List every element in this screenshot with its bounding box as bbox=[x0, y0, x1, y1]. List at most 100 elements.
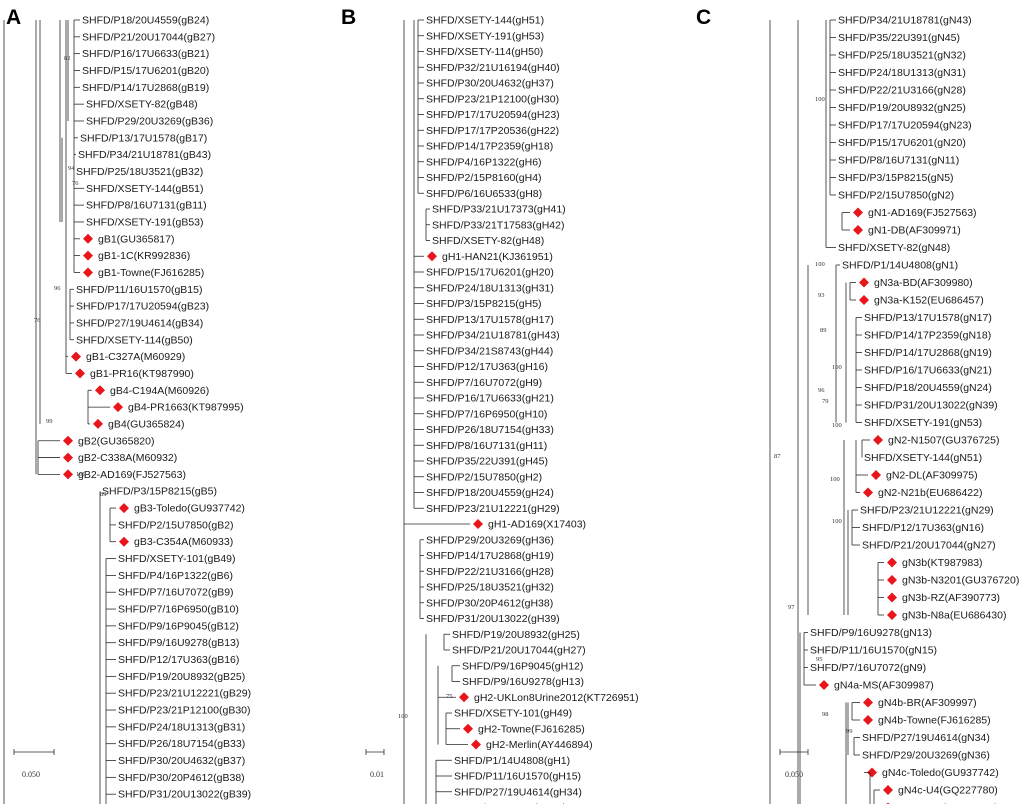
tree-tip-label: gN4c-U4(GQ227780) bbox=[898, 785, 998, 797]
reference-strain-marker bbox=[473, 519, 483, 529]
reference-strain-marker bbox=[83, 233, 93, 244]
tree-tip-label: SHFD/P9/16P9045(gH12) bbox=[462, 660, 583, 672]
tree-tip-label: SHFD/P12/17U363(gB16) bbox=[118, 654, 239, 666]
tree-tip-label: SHFD/P30/20U4632(gB37) bbox=[118, 755, 245, 767]
tree-tip-label: gN1-DB(AF309971) bbox=[868, 225, 961, 237]
tree-tip-label: SHFD/P13/17U1578(gH17) bbox=[426, 314, 554, 326]
tree-tip-label: SHFD/P25/18U3521(gH32) bbox=[426, 582, 554, 594]
tree-tip-label: SHFD/P9/16U9278(gB13) bbox=[118, 637, 239, 649]
tree-tip-label: SHFD/P7/16U7072(gH9) bbox=[426, 377, 542, 389]
reference-strain-marker bbox=[887, 575, 897, 585]
tree-tip-label: SHFD/P27/19U4614(gH34) bbox=[454, 786, 582, 798]
reference-strain-marker bbox=[71, 351, 81, 362]
reference-strain-marker bbox=[873, 435, 883, 445]
tree-tip-label: SHFD/P27/19U4614(gB34) bbox=[76, 317, 203, 329]
tree-tip-label: SHFD/P29/20U3269(gN36) bbox=[862, 750, 990, 762]
tree-tip-label: SHFD/P12/17U363(gH16) bbox=[426, 361, 548, 373]
tree-tip-label: SHFD/P6/16U6533(gH8) bbox=[426, 188, 542, 200]
reference-strain-marker bbox=[859, 277, 869, 288]
tree-tip-label: SHFD/P34/21U18781(gN43) bbox=[838, 15, 972, 27]
reference-strain-marker bbox=[83, 267, 93, 278]
tree-tip-label: SHFD/P21/20U17044(gB27) bbox=[82, 31, 215, 43]
tree-tip-label: gB2-AD169(FJ527563) bbox=[78, 469, 186, 481]
tree-tip-label: gB3-C354A(M60933) bbox=[134, 536, 233, 548]
tree-tip-label: gB1(GU365817) bbox=[98, 233, 174, 245]
tree-tip-label: SHFD/P23/21P12100(gH30) bbox=[426, 93, 559, 105]
tree-tip-label: SHFD/P24/18U1313(gB31) bbox=[118, 721, 245, 733]
tree-tip-label: SHFD/P19/20U8932(gH25) bbox=[452, 629, 580, 641]
tree-tip-label: SHFD/P19/20U8932(gN25) bbox=[838, 102, 966, 114]
reference-strain-marker bbox=[75, 368, 85, 379]
reference-strain-marker bbox=[863, 697, 873, 708]
tree-tip-label: gN4b-BR(AF309997) bbox=[878, 697, 977, 709]
tree-tip-label: gB1-PR16(KT987990) bbox=[90, 368, 194, 380]
bootstrap-value: 95 bbox=[816, 656, 823, 663]
bootstrap-value: 97 bbox=[788, 604, 795, 611]
tree-tip-label: SHFD/XSETY-144(gH51) bbox=[426, 15, 544, 27]
bootstrap-value: 93 bbox=[818, 292, 825, 299]
tree-tip-label: SHFD/P11/16U1570(gH15) bbox=[454, 771, 581, 783]
reference-strain-marker bbox=[863, 715, 873, 725]
reference-strain-marker bbox=[871, 470, 881, 480]
reference-strain-marker bbox=[119, 503, 129, 514]
tree-tip-label: SHFD/P7/16P6950(gB10) bbox=[118, 604, 239, 616]
tree-tip-label: SHFD/P34/21U18781(gH43) bbox=[426, 330, 560, 342]
tree-tip-label: gN4c-MN(AF310004) bbox=[898, 802, 998, 804]
tree-tip-label: SHFD/P14/17U2868(gH19) bbox=[426, 550, 554, 562]
tree-tip-label: gN2-N21b(EU686422) bbox=[878, 487, 982, 499]
tree-tip-label: gN4a-MS(AF309987) bbox=[834, 680, 934, 692]
tree-tip-label: SHFD/P24/18U1313(gN31) bbox=[838, 67, 966, 79]
tree-tip-label: SHFD/P23/21U12221(gH29) bbox=[426, 503, 560, 515]
tree-tip-label: SHFD/P7/16U7072(gN9) bbox=[810, 662, 926, 674]
tree-tip-label: SHFD/P18/20U4559(gN24) bbox=[864, 382, 992, 394]
reference-strain-marker bbox=[63, 469, 73, 480]
tree-tip-label: SHFD/P23/21U12221(gN29) bbox=[860, 505, 994, 517]
reference-strain-marker bbox=[863, 487, 873, 498]
tree-tip-label: gB1-C327A(M60929) bbox=[86, 351, 185, 363]
tree-tip-label: SHFD/P1/14U4808(gN1) bbox=[842, 260, 958, 272]
tree-tip-label: SHFD/P22/21U3166(gN28) bbox=[838, 85, 966, 97]
reference-strain-marker bbox=[463, 723, 473, 734]
tree-tip-label: gH1-HAN21(KJ361951) bbox=[442, 251, 553, 263]
tree-tip-label: SHFD/P17/17U20594(gB23) bbox=[76, 301, 209, 313]
tree-tip-label: SHFD/P7/16P6950(gH10) bbox=[426, 408, 547, 420]
bootstrap-value: 100 bbox=[76, 471, 86, 478]
tree-tip-label: SHFD/P19/20U8932(gB25) bbox=[118, 671, 245, 683]
tree-tip-label: SHFD/P21/20U17044(gN27) bbox=[862, 540, 996, 552]
tree-tip-label: SHFD/P9/16U9278(gH13) bbox=[462, 676, 584, 688]
reference-strain-marker bbox=[867, 767, 877, 778]
tree-tip-label: SHFD/XSETY-114(gH50) bbox=[426, 46, 543, 58]
tree-tip-label: SHFD/P15/17U6201(gN20) bbox=[838, 137, 966, 149]
tree-tip-label: SHFD/P14/17P2359(gN18) bbox=[864, 330, 991, 342]
tree-tip-label: SHFD/P12/17U363(gN16) bbox=[862, 522, 984, 534]
tree-tip-label: SHFD/P18/20U4559(gB24) bbox=[82, 15, 209, 27]
tree-tip-label: SHFD/P8/16U7131(gN11) bbox=[838, 155, 959, 167]
reference-strain-marker bbox=[459, 692, 469, 703]
tree-tip-label: gH2-Towne(FJ616285) bbox=[478, 723, 585, 735]
tree-tip-label: SHFD/P14/17U2868(gB19) bbox=[82, 82, 209, 94]
bootstrap-value: 100 bbox=[830, 476, 840, 483]
bootstrap-value: 76 bbox=[72, 180, 79, 187]
tree-tip-label: SHFD/P26/18U7154(gB33) bbox=[118, 738, 245, 750]
tree-tip-label: SHFD/P32/21U16194(gH40) bbox=[426, 62, 560, 74]
tree-tip-label: gN4c-Toledo(GU937742) bbox=[882, 767, 999, 779]
tree-tip-label: SHFD/P15/17U6201(gH20) bbox=[426, 267, 554, 279]
tree-tip-label: gB4-PR1663(KT987995) bbox=[128, 402, 244, 414]
tree-tip-label: SHFD/P30/20P4612(gH38) bbox=[426, 597, 553, 609]
tree-tip-label: SHFD/P29/20U3269(gB36) bbox=[86, 115, 213, 127]
tree-tip-label: SHFD/P31/20U13022(gB39) bbox=[118, 789, 251, 801]
reference-strain-marker bbox=[853, 207, 863, 218]
tree-tip-label: SHFD/P2/15U7850(gH2) bbox=[426, 471, 542, 483]
tree-tip-label: SHFD/P3/15P8215(gN5) bbox=[838, 172, 954, 184]
bootstrap-value: 100 bbox=[815, 96, 825, 103]
bootstrap-value: 100 bbox=[398, 713, 408, 720]
tree-tip-label: SHFD/P2/15U7850(gN2) bbox=[838, 190, 954, 202]
tree-tip-label: SHFD/P31/20U13022(gN39) bbox=[864, 400, 998, 412]
tree-tip-label: SHFD/P34/21U18781(gB43) bbox=[78, 149, 211, 161]
tree-tip-label: gB3-Toledo(GU937742) bbox=[134, 503, 245, 515]
bootstrap-value: 100 bbox=[832, 364, 842, 371]
tree-tip-label: SHFD/XSETY-82(gN48) bbox=[838, 242, 950, 254]
tree-tip-label: SHFD/XSETY-191(gN53) bbox=[864, 417, 982, 429]
tree-tip-label: SHFD/P9/16U9278(gN13) bbox=[810, 627, 932, 639]
tree-tip-label: SHFD/P35/22U391(gH45) bbox=[426, 456, 548, 468]
